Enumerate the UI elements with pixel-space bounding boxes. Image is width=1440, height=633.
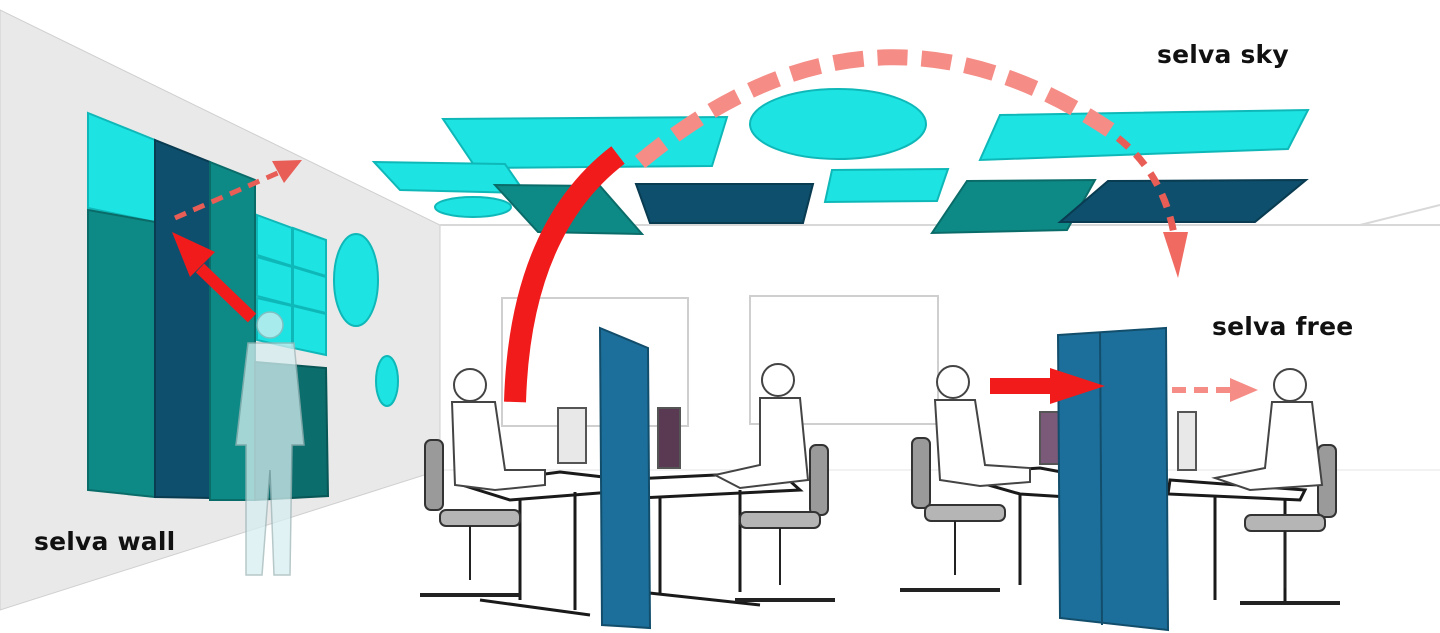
free-screen-left (600, 328, 650, 628)
wall-panel-navy (155, 140, 210, 498)
label-selva-wall: selva wall (34, 527, 175, 556)
arrow-head-down (1163, 232, 1188, 278)
computer-monitor-icon (658, 408, 680, 468)
sky-panel-oval-large (750, 89, 926, 159)
seated-person-2 (715, 364, 808, 488)
sky-panel-right-top (980, 110, 1308, 160)
sky-panel-oval-small (435, 197, 511, 217)
free-arrow-solid-shaft (990, 378, 1052, 394)
label-selva-free: selva free (1212, 312, 1353, 341)
free-screen-right (1058, 328, 1168, 630)
computer-monitor-icon (1178, 412, 1196, 470)
label-selva-sky: selva sky (1157, 40, 1289, 69)
wall-panel-grid-6 (293, 306, 326, 355)
sky-panel-teal-right (932, 180, 1095, 233)
computer-monitor-icon (558, 408, 586, 463)
sky-panel-navy-right (1060, 180, 1306, 222)
selva-sky-panels (374, 89, 1308, 234)
free-arrow-dashed-head (1230, 378, 1258, 402)
sky-panel-small-center (825, 169, 948, 202)
wall-circle-small (376, 356, 398, 406)
sky-panel-navy-center (636, 184, 813, 223)
desks (462, 468, 1305, 615)
wall-panel-teal-large (88, 210, 155, 497)
back-wall-corner (1360, 205, 1440, 225)
wall-circle-large (334, 234, 378, 326)
